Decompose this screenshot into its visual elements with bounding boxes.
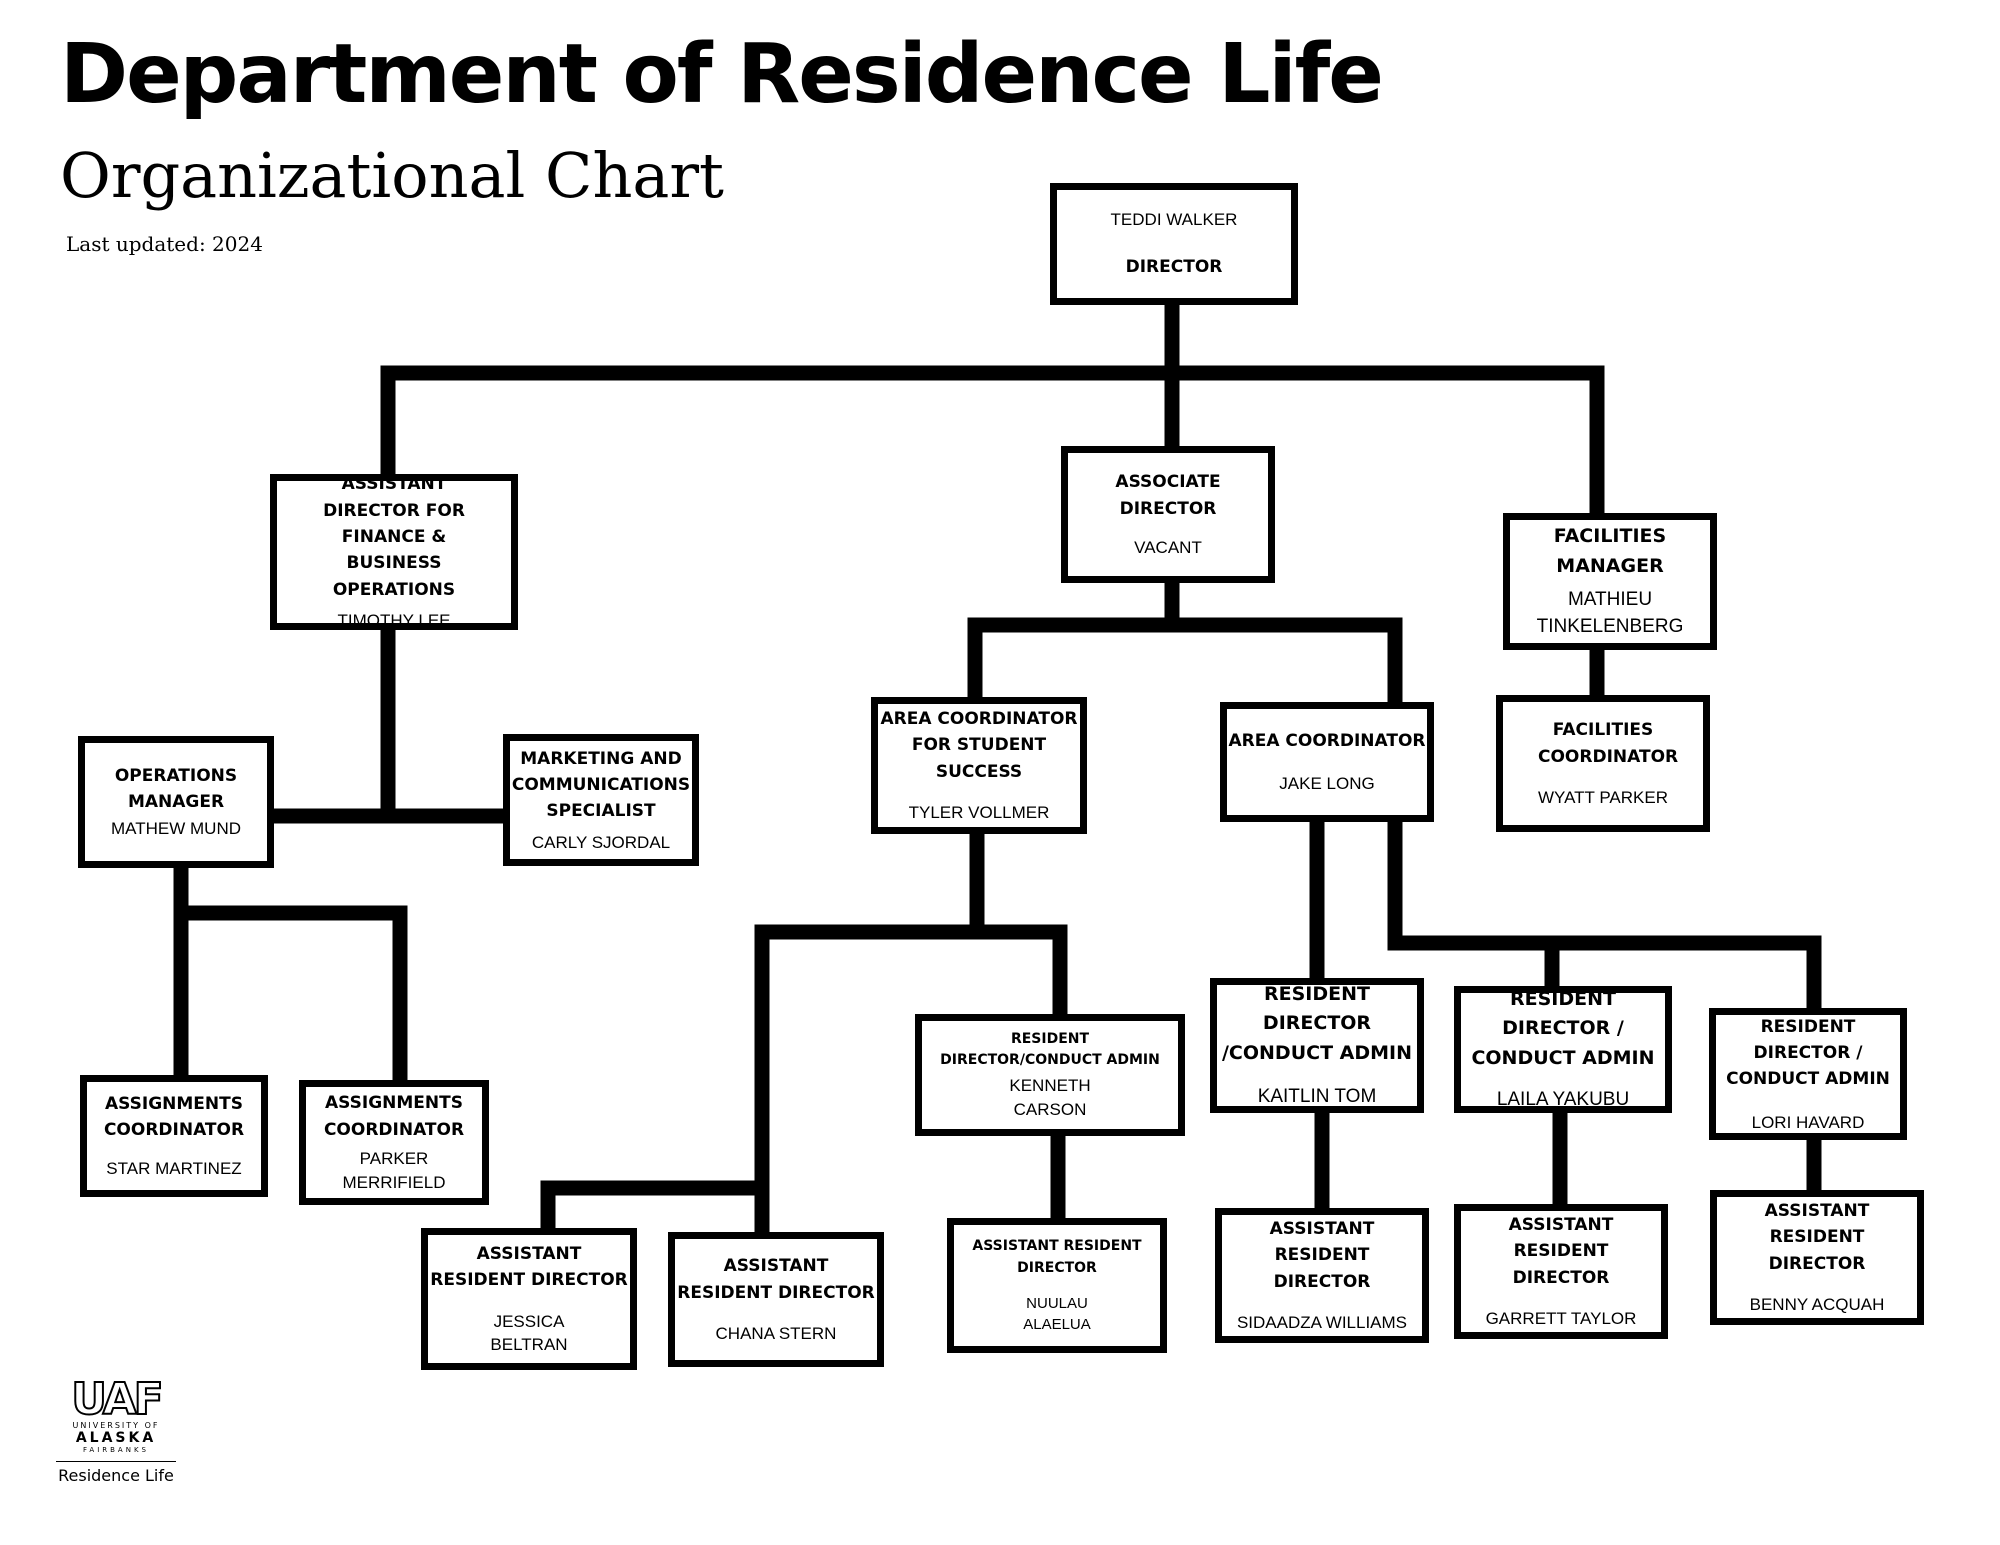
node-name: VACANT (1134, 537, 1202, 557)
node-role: ASSISTANT RESIDENT DIRECTOR (1269, 1219, 1375, 1292)
logo-fairbanks-text: FAIRBANKS (83, 1446, 149, 1455)
node-assignments-coordinator-2: ASSIGNMENTS COORDINATOR PARKER MERRIFIEL… (299, 1080, 489, 1205)
node-role: ASSISTANT RESIDENT DIRECTOR (677, 1256, 875, 1303)
node-director: TEDDI WALKER DIRECTOR (1050, 183, 1298, 305)
node-area-coordinator-student-success: AREA COORDINATOR FOR STUDENT SUCCESS TYL… (871, 697, 1087, 834)
node-name: JAKE LONG (1279, 774, 1375, 794)
node-name: KENNETH CARSON (1009, 1075, 1091, 1119)
node-name: TEDDI WALKER (1110, 209, 1238, 229)
node-role: ASSISTANT RESIDENT DIRECTOR (1764, 1201, 1870, 1274)
node-role: OPERATIONS MANAGER (114, 765, 238, 813)
node-role: RESIDENT DIRECTOR/CONDUCT ADMIN (940, 1030, 1160, 1069)
node-assistant-director: ASSISTANT DIRECTOR FOR FINANCE & BUSINES… (270, 474, 518, 630)
node-name: GARRETT TAYLOR (1485, 1309, 1637, 1329)
node-role: ASSOCIATE DIRECTOR (1115, 472, 1221, 519)
node-name: LAILA YAKUBU (1496, 1089, 1630, 1111)
node-name: CARLY SJORDAL (531, 832, 671, 852)
node-operations-manager: OPERATIONS MANAGER MATHEW MUND (78, 736, 274, 868)
node-role: ASSISTANT RESIDENT DIRECTOR (1508, 1215, 1614, 1288)
node-name: TYLER VOLLMER (908, 803, 1050, 823)
node-resident-director-kenneth: RESIDENT DIRECTOR/CONDUCT ADMIN KENNETH … (915, 1014, 1185, 1136)
node-name: PARKER MERRIFIELD (342, 1149, 446, 1192)
node-name: BENNY ACQUAH (1749, 1295, 1885, 1315)
node-name: TIMOTHY LEE (337, 610, 451, 630)
node-role: ASSISTANT RESIDENT DIRECTOR (972, 1237, 1142, 1276)
node-role: FACILITIES MANAGER (1553, 525, 1667, 577)
node-area-coordinator: AREA COORDINATOR JAKE LONG (1220, 702, 1434, 822)
node-resident-director-lori: RESIDENT DIRECTOR / CONDUCT ADMIN LORI H… (1709, 1008, 1907, 1140)
node-role: ASSIGNMENTS COORDINATOR (323, 1093, 465, 1140)
logo-department-text: Residence Life (58, 1465, 174, 1485)
logo-alaska-text: ALASKA (75, 1429, 157, 1446)
node-role: ASSISTANT DIRECTOR FOR FINANCE & BUSINES… (323, 474, 465, 600)
node-name: LORI HAVARD (1751, 1112, 1865, 1132)
node-name: CHANA STERN (715, 1323, 837, 1343)
node-role: ASSISTANT RESIDENT DIRECTOR (430, 1243, 628, 1291)
node-role: FACILITIES COORDINATOR (1538, 720, 1679, 767)
node-name: NUULAU ALAELUA (1023, 1295, 1091, 1334)
node-name: SIDAADZA WILLIAMS (1236, 1313, 1408, 1333)
node-assistant-rd-garrett: ASSISTANT RESIDENT DIRECTOR GARRETT TAYL… (1454, 1204, 1668, 1339)
node-role: RESIDENT DIRECTOR /CONDUCT ADMIN (1221, 983, 1412, 1064)
node-assistant-rd-nuulau: ASSISTANT RESIDENT DIRECTOR NUULAU ALAEL… (947, 1218, 1167, 1353)
logo-divider (56, 1460, 176, 1462)
node-role: MARKETING AND COMMUNICATIONS SPECIALIST (511, 748, 691, 822)
node-assistant-rd-jessica: ASSISTANT RESIDENT DIRECTOR JESSICA BELT… (421, 1228, 637, 1370)
node-marketing-specialist: MARKETING AND COMMUNICATIONS SPECIALIST … (503, 734, 699, 866)
node-name: MATHIEU TINKELENBERG (1536, 589, 1684, 637)
page-title: Department of Residence Life (60, 27, 1384, 122)
node-associate-director: ASSOCIATE DIRECTOR VACANT (1061, 446, 1275, 583)
uaf-logo-mark: UAF (70, 1374, 164, 1425)
node-name: KAITLIN TOM (1257, 1086, 1377, 1108)
node-resident-director-laila: RESIDENT DIRECTOR / CONDUCT ADMIN LAILA … (1454, 986, 1672, 1113)
last-updated-text: Last updated: 2024 (66, 232, 263, 256)
node-role: RESIDENT DIRECTOR / CONDUCT ADMIN (1726, 1016, 1890, 1090)
uaf-residence-life-logo: UAF UNIVERSITY OF ALASKA FAIRBANKS Resid… (56, 1374, 176, 1485)
logo-university-text: UNIVERSITY OF (72, 1421, 160, 1430)
node-role: ASSIGNMENTS COORDINATOR (103, 1093, 245, 1141)
node-role: AREA COORDINATOR FOR STUDENT SUCCESS (880, 709, 1078, 782)
node-name: JESSICA BELTRAN (490, 1311, 568, 1355)
node-assistant-rd-benny: ASSISTANT RESIDENT DIRECTOR BENNY ACQUAH (1710, 1190, 1924, 1325)
node-role: DIRECTOR (1125, 256, 1223, 277)
page-subtitle: Organizational Chart (60, 139, 724, 212)
node-role: RESIDENT DIRECTOR / CONDUCT ADMIN (1471, 988, 1655, 1069)
node-facilities-coordinator: FACILITIES COORDINATOR WYATT PARKER (1496, 695, 1710, 832)
node-facilities-manager: FACILITIES MANAGER MATHIEU TINKELENBERG (1503, 513, 1717, 650)
node-assignments-coordinator-1: ASSIGNMENTS COORDINATOR STAR MARTINEZ (80, 1075, 268, 1197)
node-name: WYATT PARKER (1537, 787, 1669, 807)
node-name: MATHEW MUND (111, 819, 241, 839)
node-name: STAR MARTINEZ (106, 1159, 242, 1179)
node-assistant-rd-sidaadza: ASSISTANT RESIDENT DIRECTOR SIDAADZA WIL… (1215, 1208, 1429, 1343)
node-assistant-rd-chana: ASSISTANT RESIDENT DIRECTOR CHANA STERN (668, 1232, 884, 1367)
node-resident-director-kaitlin: RESIDENT DIRECTOR /CONDUCT ADMIN KAITLIN… (1210, 978, 1424, 1113)
node-role: AREA COORDINATOR (1228, 730, 1426, 751)
